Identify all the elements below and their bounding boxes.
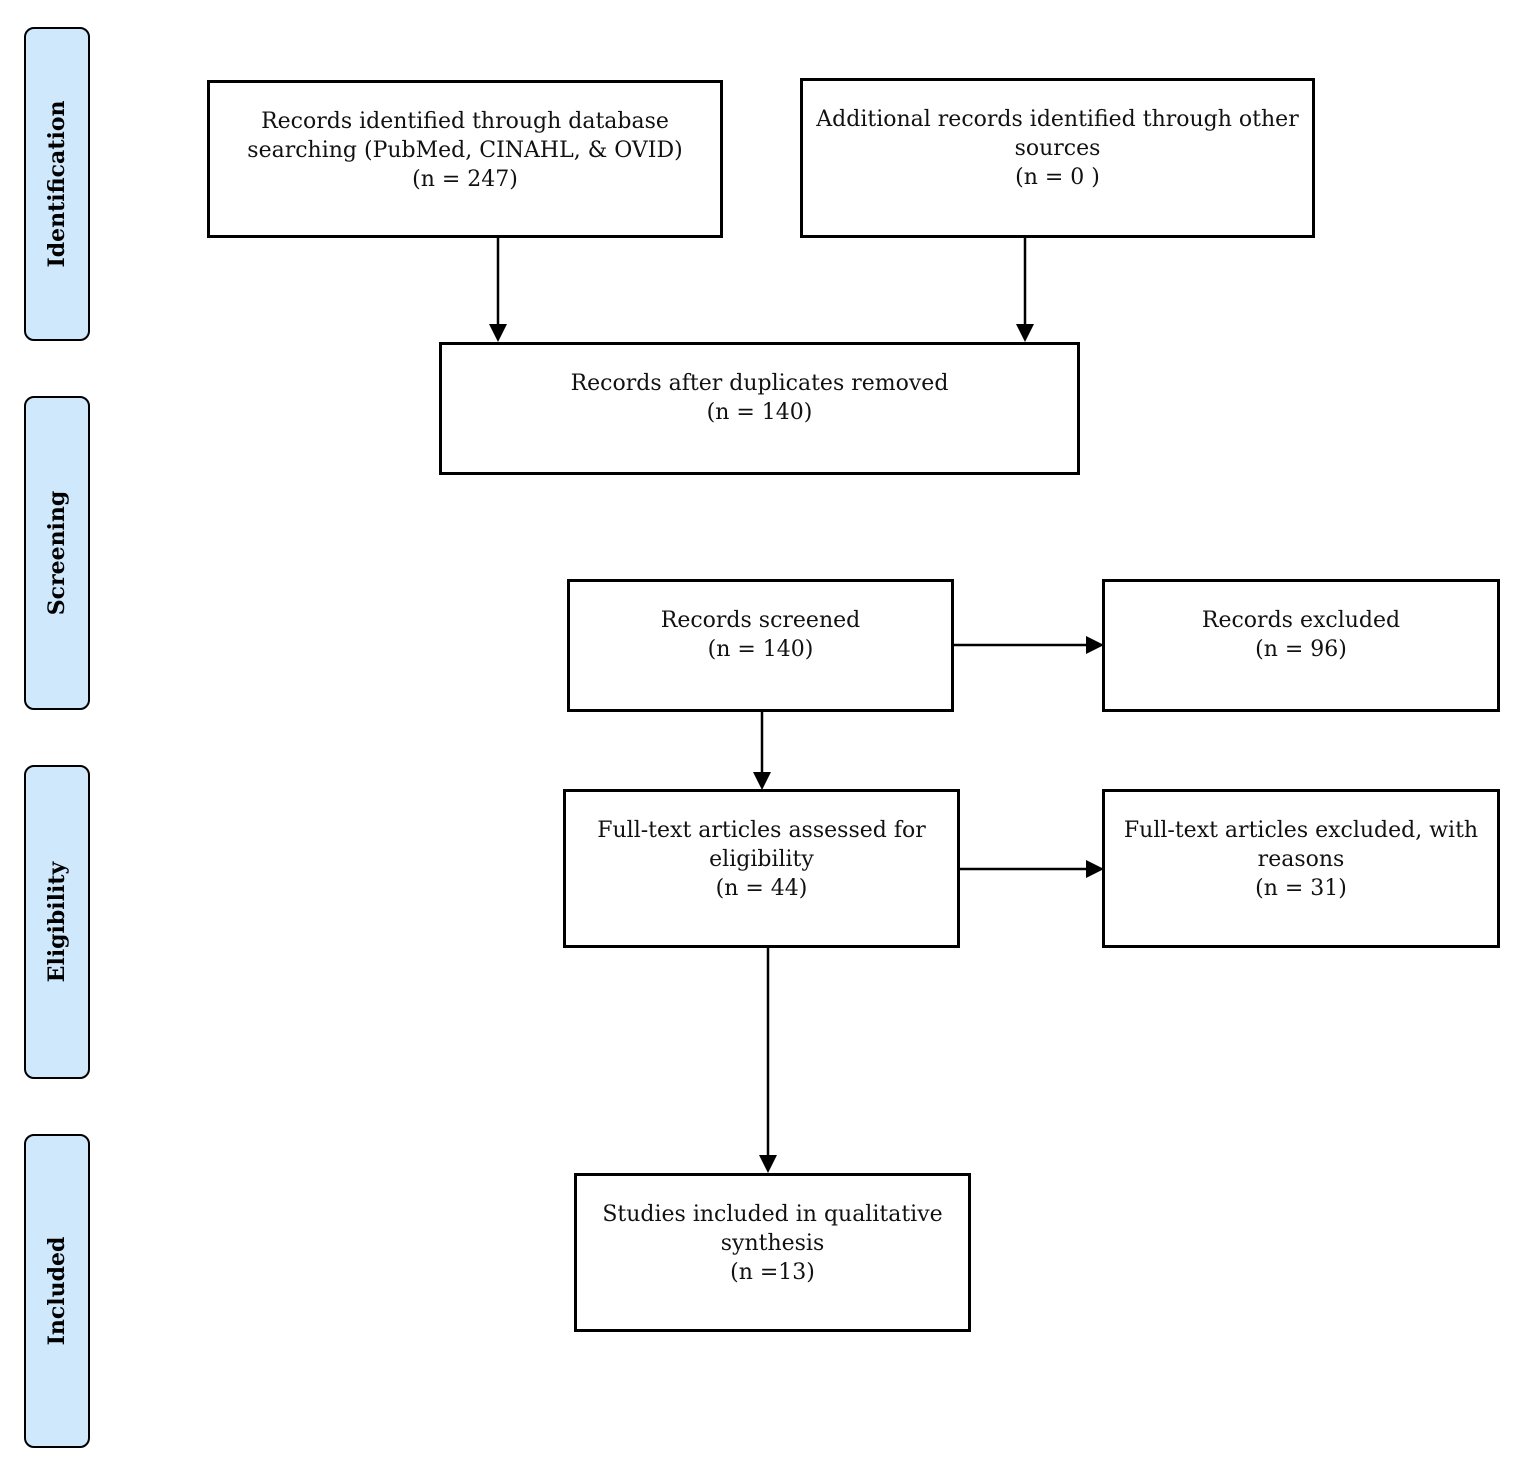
box-records-screened: Records screened (n = 140)	[567, 579, 954, 712]
other-sources-line2: sources	[1014, 136, 1101, 161]
database-search-count: (n = 247)	[412, 167, 518, 192]
studies-included-line2: synthesis	[720, 1231, 825, 1256]
arrowhead-screened-to-excluded	[1086, 636, 1104, 654]
records-excluded-line1: Records excluded	[1201, 608, 1401, 633]
studies-included-line1: Studies included in qualitative	[602, 1202, 943, 1227]
duplicates-removed-line1: Records after duplicates removed	[570, 371, 949, 396]
arrowhead-database-to-duplicates	[489, 324, 507, 342]
duplicates-removed-count: (n = 140)	[706, 400, 813, 425]
box-studies-included: Studies included in qualitative synthesi…	[574, 1173, 971, 1332]
fulltext-assessed-count: (n = 44)	[715, 876, 808, 901]
fulltext-excluded-line1: Full-text articles excluded, with	[1123, 818, 1479, 843]
box-fulltext-assessed: Full-text articles assessed for eligibil…	[563, 789, 960, 948]
box-other-sources: Additional records identified through ot…	[800, 78, 1315, 238]
phase-identification: Identification	[24, 27, 90, 341]
arrowhead-screened-to-fulltext	[753, 772, 771, 790]
database-search-line1: Records identified through database	[261, 109, 669, 134]
arrowhead-other-to-duplicates	[1016, 324, 1034, 342]
box-records-excluded: Records excluded (n = 96)	[1102, 579, 1500, 712]
fulltext-excluded-count: (n = 31)	[1255, 876, 1347, 901]
database-search-line2: searching (PubMed, CINAHL, & OVID)	[247, 138, 683, 163]
other-sources-line1: Additional records identified through ot…	[816, 107, 1299, 132]
records-screened-count: (n = 140)	[707, 637, 814, 662]
phase-included: Included	[24, 1134, 90, 1448]
box-duplicates-removed: Records after duplicates removed (n = 14…	[439, 342, 1080, 475]
fulltext-assessed-line1: Full-text articles assessed for	[597, 818, 926, 843]
phase-screening: Screening	[24, 396, 90, 710]
arrowhead-fulltext-to-excluded	[1086, 860, 1104, 878]
other-sources-count: (n = 0 )	[1015, 165, 1100, 190]
fulltext-assessed-line2: eligibility	[709, 847, 814, 872]
phase-eligibility: Eligibility	[24, 765, 90, 1079]
studies-included-count: (n =13)	[730, 1260, 815, 1285]
records-excluded-count: (n = 96)	[1255, 637, 1347, 662]
fulltext-excluded-line2: reasons	[1257, 847, 1345, 872]
records-screened-line1: Records screened	[660, 608, 861, 633]
box-database-search: Records identified through database sear…	[207, 80, 723, 238]
arrowhead-fulltext-to-included	[759, 1155, 777, 1173]
box-fulltext-excluded: Full-text articles excluded, with reason…	[1102, 789, 1500, 948]
